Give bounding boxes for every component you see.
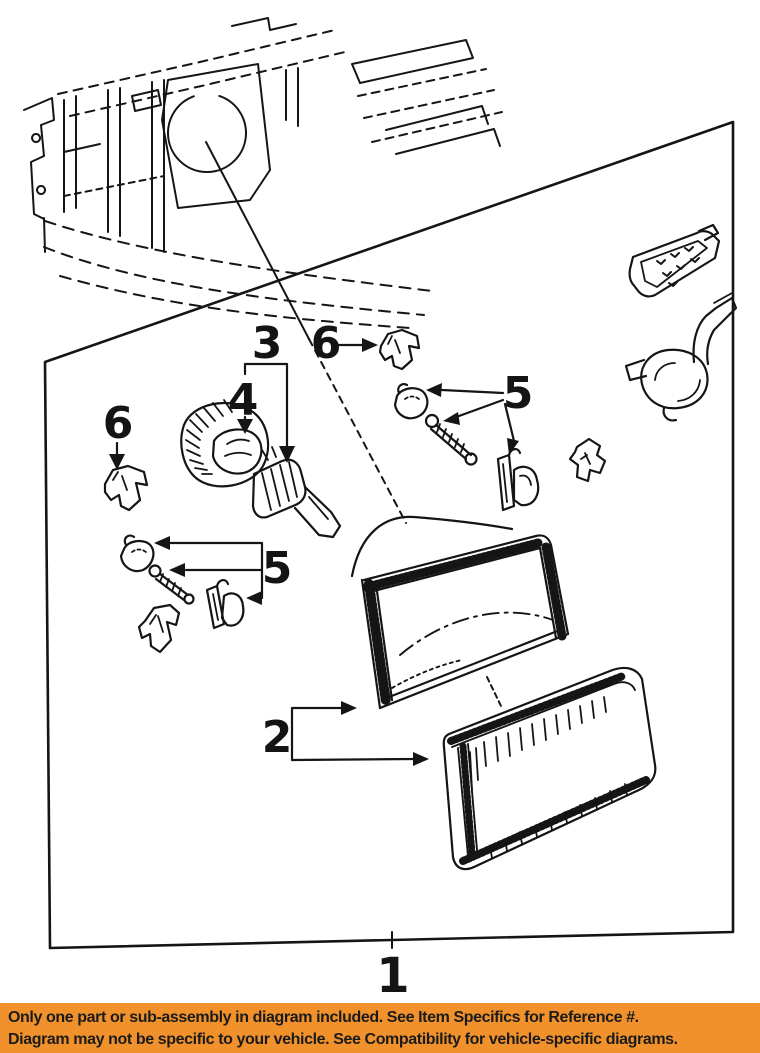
- arrow-5-lower-bracket: [246, 591, 262, 605]
- leader-line: [205, 141, 407, 524]
- arrow-5-upper-bracket: [507, 438, 519, 455]
- part-clip-bottom-left: [137, 603, 181, 654]
- sketch-left-bracket: [23, 97, 55, 220]
- arrow-5-upper-nut: [426, 383, 442, 397]
- callout-labels: 3 4 6 6 5 5 2 1: [103, 318, 534, 1003]
- callout-2-bracket: [290, 706, 417, 762]
- arrow-5-lower-bolt: [169, 563, 185, 577]
- arrow-2-to-housing: [341, 701, 357, 715]
- notice-line-2: Diagram may not be specific to your vehi…: [8, 1031, 678, 1048]
- callout-3-bracket: [243, 362, 289, 450]
- part-bolt-upper: [424, 413, 478, 466]
- callout-4: 4: [228, 375, 259, 426]
- callout-2: 2: [262, 712, 293, 763]
- callout-5-lower: 5: [262, 543, 293, 594]
- headlamp-opening-panel: [161, 63, 271, 209]
- part-mount-bracket: [624, 292, 738, 422]
- notice-banner: Only one part or sub-assembly in diagram…: [0, 1003, 760, 1053]
- arrow-5-upper-bolt: [443, 412, 460, 425]
- callout-lines: [115, 343, 516, 762]
- callout-6-lower: 6: [103, 398, 134, 449]
- sketch-window: [131, 89, 162, 112]
- headlamp-opening-circle: [167, 93, 247, 173]
- arrow-3-to-bulb: [279, 446, 295, 463]
- callout-5-upper: 5: [503, 368, 534, 419]
- bumper-curve: [43, 246, 425, 316]
- part-headlamp-housing: [350, 515, 570, 710]
- part-nut-lower: [119, 534, 155, 573]
- diagram-svg: 3 4 6 6 5 5 2 1: [23, 17, 738, 1003]
- arrow-6-lower: [109, 454, 125, 470]
- exploded-diagram: 3 4 6 6 5 5 2 1: [23, 17, 738, 1003]
- part-bolt-lower: [148, 564, 195, 605]
- arrow-4-to-cap: [237, 419, 253, 434]
- arrow-6-upper: [362, 338, 378, 352]
- part-nut-upper: [393, 383, 429, 420]
- callout-1: 1: [376, 948, 409, 1003]
- sketch-hole: [31, 133, 42, 143]
- arrow-2-to-lens: [413, 752, 429, 766]
- housing-lens-leader: [486, 676, 502, 707]
- cowl-louver-corner: [395, 128, 501, 155]
- sketch-hole: [36, 185, 47, 195]
- callout-arrowheads: [109, 338, 519, 766]
- notice-line-1: Only one part or sub-assembly in diagram…: [8, 1009, 639, 1026]
- sketch-top-rail: [69, 51, 346, 117]
- cowl-louver-corner: [385, 105, 489, 131]
- part-bracket-upper: [496, 448, 540, 512]
- bumper-curve: [44, 220, 433, 292]
- callout-3: 3: [252, 318, 283, 369]
- part-bulb-retainer-cap: [180, 399, 270, 488]
- cowl-louver-line: [363, 89, 495, 119]
- part-clip-mid-right: [568, 437, 607, 483]
- cowl-louver-block: [351, 39, 474, 84]
- part-perforated-plate: [628, 223, 721, 298]
- leader-solid: [205, 141, 310, 340]
- arrow-5-lower-nut: [154, 536, 170, 550]
- bumper-curve: [59, 275, 411, 329]
- sketch-pillars: [63, 67, 299, 253]
- sketch-step: [231, 17, 297, 31]
- cowl-louver-line: [371, 111, 503, 143]
- leader-dashed: [308, 338, 407, 524]
- part-bulb: [251, 446, 342, 539]
- sketch-crossbar: [63, 175, 165, 197]
- callout-5-lower-bracket: [168, 541, 264, 600]
- assembly-boundary-box: [43, 120, 735, 950]
- part-headlamp-lens: [442, 666, 657, 871]
- part-retaining-clip-upper: [378, 328, 421, 371]
- sketch-crossbar: [63, 143, 101, 153]
- sketch-top-rail: [57, 29, 336, 95]
- cowl-louver-line: [357, 68, 487, 97]
- part-retaining-clip-lower: [103, 464, 149, 512]
- front-end-sketch: [23, 17, 503, 329]
- callout-6-upper: 6: [311, 318, 342, 369]
- callout-5-upper-lines: [440, 388, 516, 443]
- part-bracket-lower: [205, 579, 245, 630]
